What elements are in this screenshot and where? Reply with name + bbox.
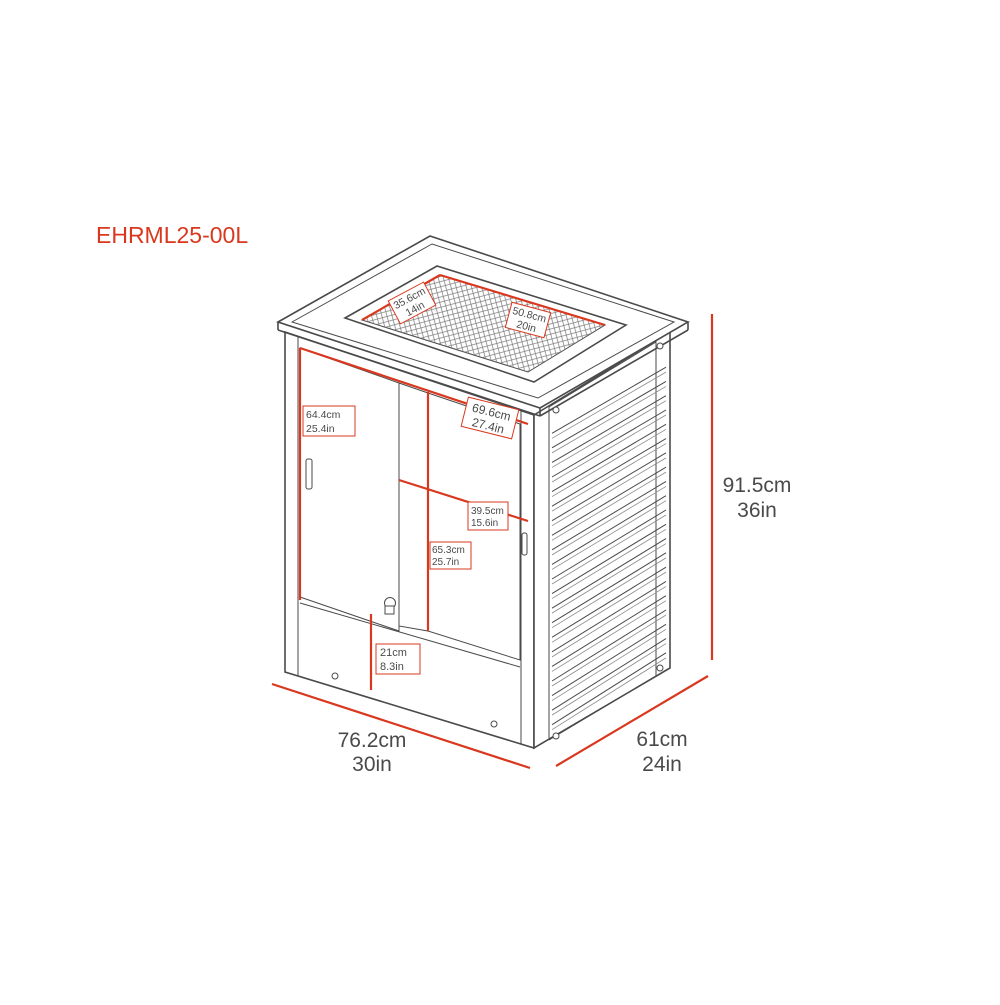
svg-text:25.7in: 25.7in (432, 557, 459, 568)
svg-text:65.3cm: 65.3cm (432, 545, 465, 556)
side-slat (551, 538, 667, 609)
side-slat (551, 509, 667, 580)
side-slat-edge (551, 471, 667, 541)
side-slat-edge (551, 543, 667, 614)
width-label: 76.2cm 30in (338, 729, 407, 776)
side-slat-edge (551, 457, 667, 527)
svg-text:21cm: 21cm (380, 647, 407, 659)
right-door-handle (521, 532, 528, 556)
side-slat-edge (551, 514, 667, 585)
svg-text:20in: 20in (515, 318, 537, 335)
side-slat-edge (551, 500, 667, 570)
side-slat (551, 423, 667, 493)
depth-dimension-line (555, 675, 709, 767)
side-slat (551, 466, 667, 536)
side-slat (551, 623, 667, 696)
side-slat (551, 595, 667, 667)
side-slat-edge (551, 443, 667, 512)
svg-text:36in: 36in (737, 499, 777, 522)
svg-text:15.6in: 15.6in (471, 518, 498, 529)
side-slat (551, 652, 667, 726)
side-slat-edge (551, 400, 667, 468)
top-width-line (439, 273, 606, 327)
shelf-depth-label: 39.5cm 15.6in (467, 501, 509, 531)
model-code: EHRML25-00L (96, 222, 248, 248)
inner-width-label: 69.6cm 27.4in (460, 396, 520, 440)
side-slat-edge (551, 486, 667, 556)
svg-text:39.5cm: 39.5cm (471, 506, 504, 517)
side-slat-edge (551, 371, 667, 439)
side-slat (551, 566, 667, 638)
svg-text:61cm: 61cm (636, 728, 687, 751)
side-slat-edge (551, 586, 667, 658)
depth-label: 61cm 24in (636, 728, 687, 776)
bottom-screw-right (490, 720, 498, 728)
side-slat (551, 495, 667, 565)
side-screws (552, 342, 664, 740)
left-door-handle (305, 458, 313, 490)
side-slat-edge (551, 614, 667, 687)
svg-text:91.5cm: 91.5cm (723, 474, 792, 497)
side-slat (551, 609, 667, 682)
side-slat-edge (551, 571, 667, 643)
side-slat-edge (551, 528, 667, 599)
side-slat-edge (551, 657, 667, 731)
top-width-label: 50.8cm 20in (504, 301, 552, 339)
side-slat-edge (551, 414, 667, 483)
side-slat-edge (551, 386, 667, 454)
side-slat (551, 552, 667, 624)
side-slat (551, 581, 667, 653)
side-slat (551, 438, 667, 507)
svg-text:76.2cm: 76.2cm (338, 729, 407, 752)
side-slat-edge (551, 428, 667, 497)
side-slat (551, 409, 667, 478)
side-slat-edge (551, 643, 667, 716)
inner-height-label: 65.3cm 25.7in (429, 541, 472, 570)
svg-text:64.4cm: 64.4cm (306, 409, 341, 421)
svg-text:8.3in: 8.3in (380, 661, 404, 673)
svg-text:24in: 24in (642, 753, 682, 776)
side-slat (551, 480, 667, 551)
side-slat-edge (551, 628, 667, 701)
drawer-height-label: 21cm 8.3in (375, 643, 421, 675)
bottom-screw-left (331, 672, 339, 680)
side-slats (551, 366, 667, 731)
door-height-label: 64.4cm 25.4in (302, 405, 356, 437)
width-dimension-line (271, 682, 531, 770)
side-slat (551, 395, 667, 463)
door-lock-icon (384, 597, 396, 615)
side-slat-edge (551, 600, 667, 672)
side-slat (551, 638, 667, 711)
height-label: 91.5cm 36in (723, 474, 792, 522)
svg-text:25.4in: 25.4in (306, 423, 335, 435)
side-slat (551, 523, 667, 594)
side-slat-edge (551, 557, 667, 629)
side-slat (551, 366, 667, 434)
side-slat (551, 380, 667, 449)
side-slat (551, 452, 667, 522)
svg-text:30in: 30in (352, 753, 392, 776)
